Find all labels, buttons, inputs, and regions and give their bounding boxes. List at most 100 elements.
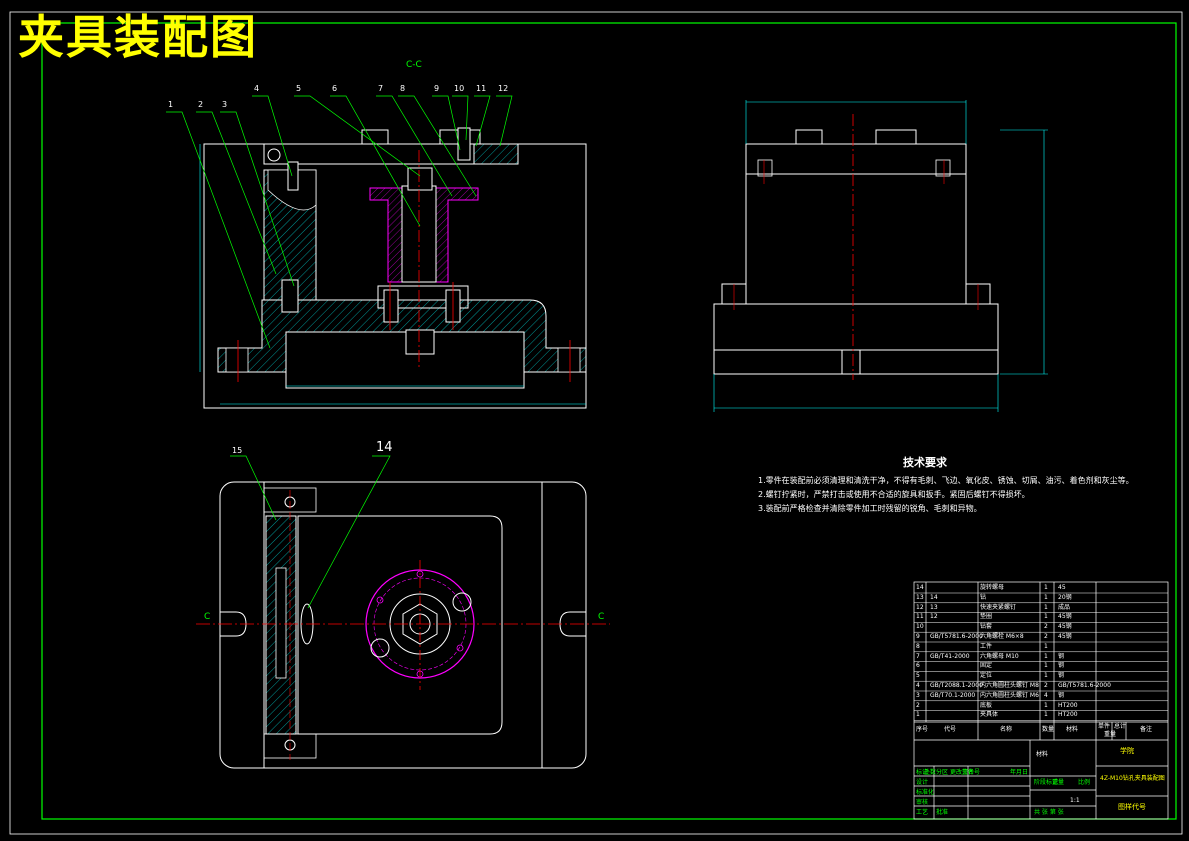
title-block-label: 审核 [916,799,929,806]
title-block-label: 分区 [936,769,949,776]
parts-cell-mat: HT200 [1058,701,1078,709]
parts-cell-mat: GB/T5781.6-2000 [1058,682,1111,689]
parts-cell-mat: HT200 [1058,711,1078,719]
title-block-label: 共 张 第 张 [1034,809,1064,816]
callout-2: 2 [198,100,204,109]
parts-cell-no: 1 [916,711,920,719]
parts-cell-no: 8 [916,642,920,650]
callout-8: 8 [400,84,406,93]
parts-cell-name: 钻 [980,593,987,601]
inner-border [41,22,1177,820]
title-block-label: 阶段标记 [1034,779,1059,786]
parts-cell-qty: 1 [1044,593,1048,601]
parts-cell-no: 12 [916,603,924,611]
parts-cell-name: 快速夹紧螺钉 [980,603,1017,611]
parts-cell-code: GB/T70.1-2000 [930,691,976,699]
parts-cell-name: 夹具体 [980,711,999,719]
header-no: 序号 [916,726,929,733]
parts-cell-mat: 钢 [1058,691,1065,699]
section-mark-left: C [204,612,211,622]
callout-11: 11 [476,84,487,93]
callout-3: 3 [222,100,228,109]
parts-cell-name: 六角螺栓 M6×8 [980,633,1024,640]
parts-cell-mat: 45钢 [1058,613,1072,621]
parts-cell-qty: 1 [1044,711,1048,719]
parts-cell-qty: 1 [1044,662,1048,670]
parts-cell-mat: 成品 [1058,603,1071,611]
title-block-label: 设计 [916,779,929,786]
parts-cell-name: 工件 [980,642,993,650]
parts-cell-name: 六角螺母 M10 [980,652,1019,660]
section-mark-right: C [598,612,605,622]
parts-cell-qty: 1 [1044,613,1048,621]
parts-cell-no: 9 [916,633,920,640]
parts-cell-mat: 钢 [1058,672,1065,680]
tech-requirement-2: 2.螺钉拧紧时，严禁打击或使用不合适的旋具和扳手。紧固后螺钉不得损坏。 [758,490,1030,499]
title-block-frame [913,581,1169,820]
parts-cell-mat: 钢 [1058,652,1065,660]
header-mat: 材料 [1066,726,1079,733]
parts-list-rows [914,592,1168,721]
parts-cell-name: 旋转螺母 [980,584,1005,591]
parts-cell-name: 底板 [980,701,993,709]
parts-cell-no: 7 [916,652,920,660]
outer-border [9,11,1183,835]
title-block-label: 工艺 [916,809,929,816]
header-code: 代号 [944,726,957,733]
parts-cell-name: 内六角圆柱头螺钉 M6 [980,691,1039,699]
callout-leaders [166,95,513,609]
tech-requirement-1: 1.零件在装配前必须清理和清洗干净，不得有毛刺、飞边、氧化皮、锈蚀、切屑、油污、… [758,476,1134,485]
parts-cell-qty: 1 [1044,584,1048,591]
callout-7: 7 [378,84,384,93]
title-block-label: 更改文件号 [950,769,981,776]
header-unit: 单件 [1098,723,1111,730]
callout-10: 10 [454,84,465,93]
parts-cell-mat: 钢 [1058,662,1065,670]
parts-cell-no: 10 [916,623,924,631]
parts-cell-code: GB/T41-2000 [930,652,970,660]
parts-cell-code: 12 [930,613,938,621]
callout-15: 15 [232,446,243,455]
parts-cell-name: 内六角圆柱头螺钉 M8 [980,682,1039,689]
title-material: 材料 [1036,751,1049,758]
parts-cell-mat: 20钢 [1058,593,1072,601]
parts-cell-name: 定位 [980,672,993,680]
callout-12: 12 [498,84,509,93]
parts-cell-code: GB/T2088.1-2000 [930,682,983,689]
header-qty: 数量 [1042,726,1055,733]
title-scale: 1:1 [1070,797,1080,804]
parts-cell-qty: 2 [1044,682,1048,689]
callout-1: 1 [168,100,174,109]
parts-cell-qty: 1 [1044,603,1048,611]
title-block-label: 标准化 [916,789,935,796]
parts-cell-qty: 1 [1044,701,1048,709]
parts-cell-mat: 45钢 [1058,633,1072,640]
callout-9: 9 [434,84,440,93]
header-remark: 备注 [1140,726,1153,733]
title-block-label: 年月日 [1010,769,1029,776]
title-block-label: 批准 [936,809,949,816]
parts-cell-qty: 1 [1044,652,1048,660]
title-block-label: 标记 [916,769,929,776]
parts-cell-code: 13 [930,603,938,611]
parts-cell-name: 垫圈 [980,613,993,621]
side-view [713,100,1048,412]
header-weight: 重量 [1104,731,1117,738]
title-drawing-code: 图样代号 [1118,803,1146,811]
parts-cell-qty: 1 [1044,642,1048,650]
drawing-title: 夹具装配图 [18,10,258,64]
title-drawing-name: 4Z-M10钻孔夹具装配图 [1100,775,1165,782]
callout-4: 4 [254,84,260,93]
top-view [196,481,610,769]
callout-6: 6 [332,84,338,93]
parts-cell-no: 2 [916,701,920,709]
parts-cell-name: 固定 [980,662,993,670]
parts-cell-no: 6 [916,662,920,670]
parts-cell-qty: 2 [1044,623,1048,631]
parts-cell-no: 14 [916,584,924,591]
parts-cell-no: 4 [916,682,920,689]
parts-cell-no: 11 [916,613,924,621]
title-school: 学院 [1120,747,1134,755]
parts-cell-qty: 1 [1044,672,1048,680]
